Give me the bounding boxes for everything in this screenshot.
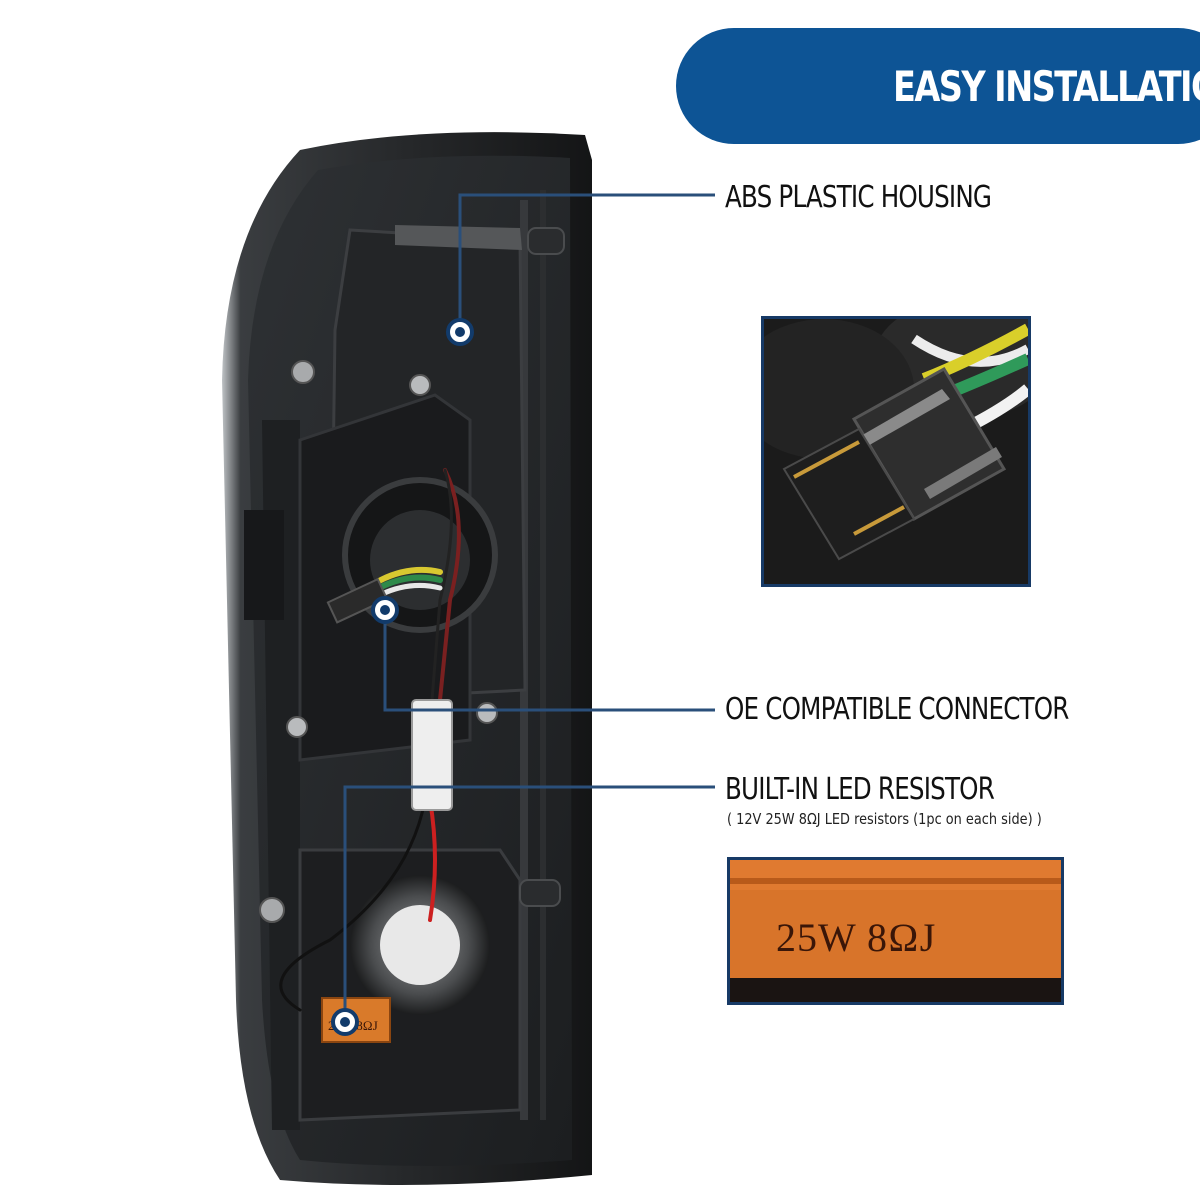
marker-dots (331, 318, 474, 1036)
banner-title: EASY INSTALLATION (893, 62, 1200, 111)
callout-resistor-label: BUILT-IN LED RESISTOR (725, 772, 995, 807)
callout-housing-label: ABS PLASTIC HOUSING (725, 180, 992, 215)
resistor-closeup-image (730, 860, 1061, 1002)
connector-closeup-inset (761, 316, 1031, 587)
housing (222, 132, 592, 1185)
callout-connector-label: OE COMPATIBLE CONNECTOR (725, 692, 1069, 727)
callout-lines (343, 193, 715, 1022)
resistor-closeup-inset: 25W 8ΩJ (727, 857, 1064, 1005)
inline-connector (411, 699, 453, 811)
callout-resistor-sublabel: ( 12V 25W 8ΩJ LED resistors (1pc on each… (727, 810, 1042, 828)
connector-closeup-image (764, 319, 1028, 584)
resistor-marking: 25W 8ΩJ (776, 915, 937, 960)
connector-plug (326, 577, 389, 624)
title-banner (676, 28, 1200, 144)
